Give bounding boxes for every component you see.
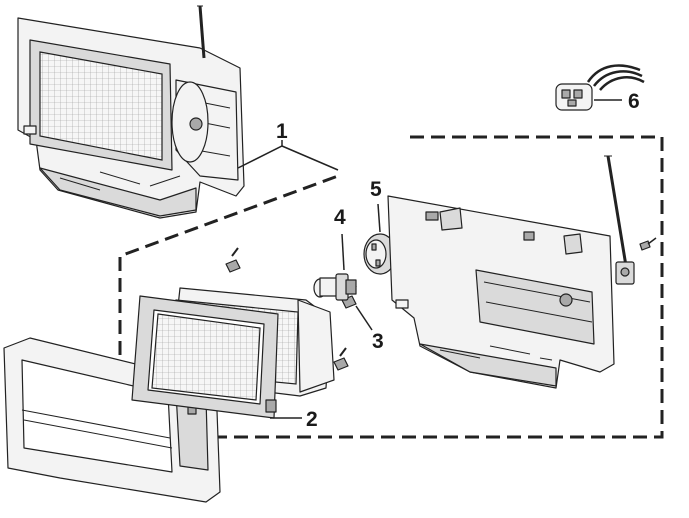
headlamp-housing — [387, 195, 615, 389]
callout-5: 5 — [370, 178, 382, 201]
sealed-beam-assembly — [131, 287, 335, 419]
callout-6: 6 — [628, 90, 640, 113]
callout-2: 2 — [306, 408, 318, 431]
bulb-retaining-ring — [363, 233, 397, 275]
adjuster-rod — [604, 155, 635, 285]
exploded-view-boundary — [118, 135, 664, 439]
headlamp-bulb — [313, 273, 357, 301]
callout-1: 1 — [276, 120, 288, 143]
leader-lines — [237, 99, 622, 419]
callout-3: 3 — [372, 330, 384, 353]
assembled-headlamp — [17, 5, 245, 219]
callout-4: 4 — [334, 206, 346, 229]
pigtail-connector — [555, 64, 645, 111]
